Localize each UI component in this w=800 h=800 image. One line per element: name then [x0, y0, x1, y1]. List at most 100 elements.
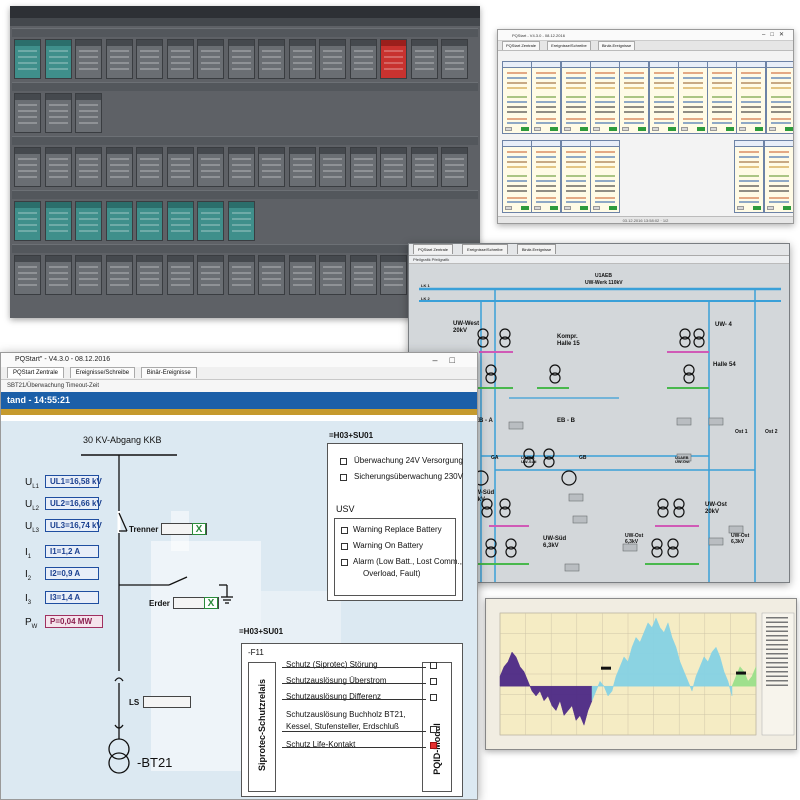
chart-marker: [736, 671, 746, 675]
checkbox-24v[interactable]: [340, 458, 347, 465]
device-tile[interactable]: [14, 255, 41, 295]
device-tile[interactable]: [44, 147, 72, 187]
device-tile[interactable]: [410, 147, 438, 187]
device-tile[interactable]: [44, 201, 72, 241]
device-tile[interactable]: [227, 39, 255, 79]
device-card[interactable]: [619, 61, 650, 134]
tab-pqstart-zentrale[interactable]: PQStart Zentrale: [413, 244, 454, 254]
trenner-switch[interactable]: X: [161, 523, 207, 535]
device-tile[interactable]: [136, 201, 163, 241]
device-card[interactable]: [560, 61, 591, 134]
relay-item: Kessel, Stufensteller, Erdschluß: [286, 722, 399, 731]
device-tile[interactable]: [14, 201, 41, 241]
network-subbar: Pfeilgrafik Pfeilgrafik: [409, 256, 789, 264]
relay-indicator-active[interactable]: [430, 742, 437, 749]
tab-binaer-ereignisse[interactable]: Binär-Ereignisse: [597, 41, 636, 50]
device-card[interactable]: [707, 61, 738, 134]
device-tile[interactable]: [136, 147, 163, 187]
tab-ereignisse[interactable]: Ereignisse/Schreibe: [462, 244, 508, 254]
device-tile[interactable]: [166, 255, 194, 295]
device-tile[interactable]: [258, 255, 285, 295]
device-tile[interactable]: [197, 255, 224, 295]
relay-item: Schutzauslösung Überstrom: [286, 676, 387, 685]
device-tile[interactable]: [227, 147, 255, 187]
checkbox-replace-battery[interactable]: [341, 527, 348, 534]
device-tile[interactable]: [75, 93, 102, 133]
tab-ereignisse[interactable]: Ereignisse/Schreibe: [547, 41, 591, 50]
device-card[interactable]: [502, 140, 532, 213]
device-tile[interactable]: [44, 255, 72, 295]
tab-ereignisse[interactable]: Ereignisse/Schreibe: [69, 367, 136, 378]
device-card[interactable]: [531, 140, 562, 213]
device-card[interactable]: [589, 140, 620, 213]
device-tile[interactable]: [44, 39, 72, 79]
device-tile[interactable]: [44, 93, 72, 133]
relay-indicator[interactable]: [430, 662, 437, 669]
device-tile[interactable]: [166, 147, 194, 187]
window-controls[interactable]: –□✕: [762, 32, 789, 38]
device-card[interactable]: [734, 140, 765, 213]
device-tile[interactable]: [349, 39, 377, 79]
relay-indicator[interactable]: [430, 678, 437, 685]
device-card[interactable]: [589, 61, 620, 134]
device-tile[interactable]: [380, 255, 407, 295]
device-tile[interactable]: [227, 255, 255, 295]
device-tile[interactable]: [349, 255, 377, 295]
device-tile[interactable]: [105, 255, 133, 295]
device-tile[interactable]: [319, 39, 346, 79]
device-tile[interactable]: [441, 147, 468, 187]
device-tile[interactable]: [258, 39, 285, 79]
checkbox-on-battery[interactable]: [341, 543, 348, 550]
relay-indicator[interactable]: [430, 726, 437, 733]
device-tile[interactable]: [105, 201, 133, 241]
device-tile[interactable]: [227, 201, 255, 241]
device-tile[interactable]: [105, 147, 133, 187]
erder-switch[interactable]: X: [173, 597, 219, 609]
device-tile[interactable]: [258, 147, 285, 187]
device-tile[interactable]: [288, 39, 316, 79]
device-tile[interactable]: [197, 147, 224, 187]
device-tile[interactable]: [166, 39, 194, 79]
device-tile[interactable]: [288, 255, 316, 295]
device-tile[interactable]: [14, 147, 41, 187]
device-tile[interactable]: [319, 255, 346, 295]
device-tile[interactable]: [288, 147, 316, 187]
relay-indicator[interactable]: [430, 694, 437, 701]
device-tile[interactable]: [75, 147, 102, 187]
device-tile[interactable]: [319, 147, 346, 187]
device-tile[interactable]: [75, 201, 102, 241]
device-tile[interactable]: [75, 39, 102, 79]
device-card[interactable]: [560, 140, 591, 213]
device-tile[interactable]: [105, 39, 133, 79]
checkbox-alarm[interactable]: [341, 559, 348, 566]
device-card[interactable]: [531, 61, 562, 134]
device-tile[interactable]: [380, 147, 407, 187]
device-card[interactable]: [736, 61, 767, 134]
device-tile[interactable]: [14, 39, 41, 79]
device-tile[interactable]: [14, 93, 41, 133]
device-tile[interactable]: [136, 39, 163, 79]
tab-pqstart-zentrale[interactable]: PQStart Zentrale: [7, 367, 65, 378]
device-tile[interactable]: [349, 147, 377, 187]
device-card[interactable]: [765, 61, 793, 134]
device-card[interactable]: [648, 61, 679, 134]
device-tile[interactable]: [197, 39, 224, 79]
network-label-eb-b: EB - B: [557, 418, 575, 424]
tab-binaer-ereignisse[interactable]: Binär-Ereignisse: [516, 244, 557, 254]
window-controls[interactable]: –□: [432, 355, 467, 365]
checkbox-230v[interactable]: [340, 474, 347, 481]
device-tile[interactable]: [441, 39, 468, 79]
main-subtitle: SBT21/Überwachung Timeout-Zeit: [1, 380, 477, 392]
device-tile[interactable]: [410, 39, 438, 79]
device-tile[interactable]: [197, 201, 224, 241]
tab-pqstart-zentrale[interactable]: PQStart Zentrale: [502, 41, 541, 50]
ls-breaker-box[interactable]: [143, 696, 191, 708]
tab-binaer-ereignisse[interactable]: Binär-Ereignisse: [140, 367, 197, 378]
device-tile[interactable]: [166, 201, 194, 241]
device-tile[interactable]: [136, 255, 163, 295]
device-card[interactable]: [763, 140, 793, 213]
device-card[interactable]: [502, 61, 532, 134]
device-tile[interactable]: [75, 255, 102, 295]
device-card[interactable]: [677, 61, 708, 134]
device-tile[interactable]: [380, 39, 407, 79]
